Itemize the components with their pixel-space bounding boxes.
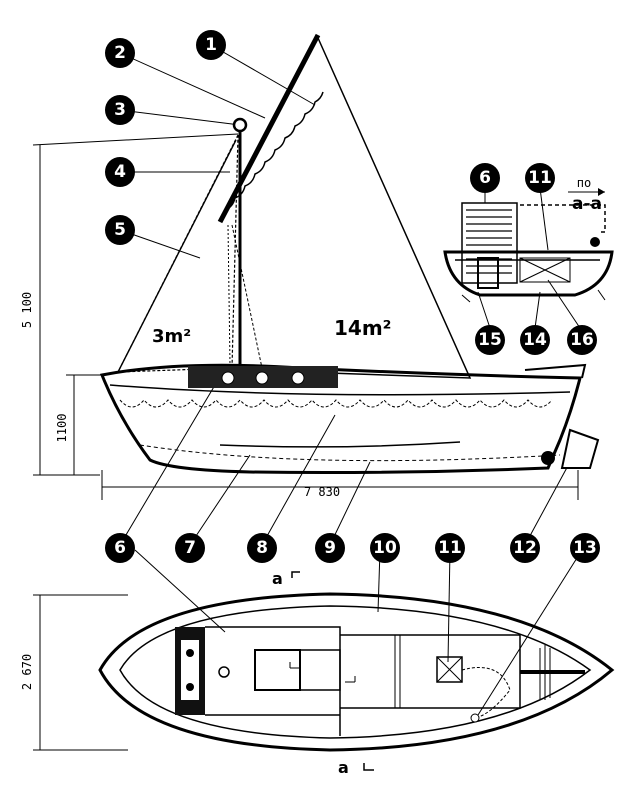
callout-marker-6: 6 (105, 533, 135, 563)
callout-marker-7: 7 (175, 533, 205, 563)
callout-marker-12: 12 (510, 533, 540, 563)
callout-marker-2: 2 (105, 38, 135, 68)
section-label-top: по (577, 176, 591, 190)
svg-text:11: 11 (438, 538, 462, 558)
main-sail-area-label: 14m² (334, 316, 391, 340)
svg-text:2: 2 (114, 43, 126, 63)
svg-text:3: 3 (114, 100, 126, 120)
section-callout-6: 6 (470, 163, 500, 193)
callout-marker-1: 1 (196, 30, 226, 60)
svg-text:5: 5 (114, 220, 126, 240)
jib-area-label: 3m² (152, 326, 191, 347)
section-label-bottom: а-а (572, 194, 602, 214)
svg-text:6: 6 (479, 168, 491, 188)
callout-marker-11: 11 (435, 533, 465, 563)
svg-text:1: 1 (205, 35, 217, 55)
section-callout-16: 16 (567, 325, 597, 355)
section-callout-11: 11 (525, 163, 555, 193)
beam-dimension: 2 670 (20, 654, 34, 690)
callout-marker-9: 9 (315, 533, 345, 563)
svg-text:8: 8 (256, 538, 268, 558)
svg-text:7: 7 (184, 538, 196, 558)
callout-marker-4: 4 (105, 157, 135, 187)
section-callout-15: 15 (475, 325, 505, 355)
callout-marker-3: 3 (105, 95, 135, 125)
callout-marker-8: 8 (247, 533, 277, 563)
callout-marker-13: 13 (570, 533, 600, 563)
section-callout-14: 14 (520, 325, 550, 355)
svg-text:13: 13 (573, 538, 597, 558)
dimensions: 5 100 1100 7 830 2 670 (20, 133, 579, 751)
section-mark-bottom: а (338, 758, 349, 777)
mast-height-dimension: 5 100 (20, 292, 34, 328)
svg-text:11: 11 (528, 168, 552, 188)
callout-marker-5: 5 (105, 215, 135, 245)
svg-text:6: 6 (114, 538, 126, 558)
svg-text:14: 14 (523, 330, 547, 350)
hull-height-dimension: 1100 (55, 414, 69, 443)
side-view: 3m² 14m² (99, 33, 600, 546)
svg-text:9: 9 (324, 538, 336, 558)
section-mark-top: а (272, 569, 283, 588)
svg-text:10: 10 (373, 538, 397, 558)
length-dimension: 7 830 (304, 485, 340, 499)
svg-text:16: 16 (570, 330, 594, 350)
callout-marker-10: 10 (370, 533, 400, 563)
svg-text:15: 15 (478, 330, 502, 350)
svg-text:12: 12 (513, 538, 537, 558)
callouts: 1 2 3 4 5 6 11 15 14 16 6 7 8 9 10 11 12… (105, 30, 600, 563)
svg-text:4: 4 (114, 162, 126, 182)
section-view: по а-а (443, 176, 614, 329)
plan-view: а а (98, 549, 615, 777)
